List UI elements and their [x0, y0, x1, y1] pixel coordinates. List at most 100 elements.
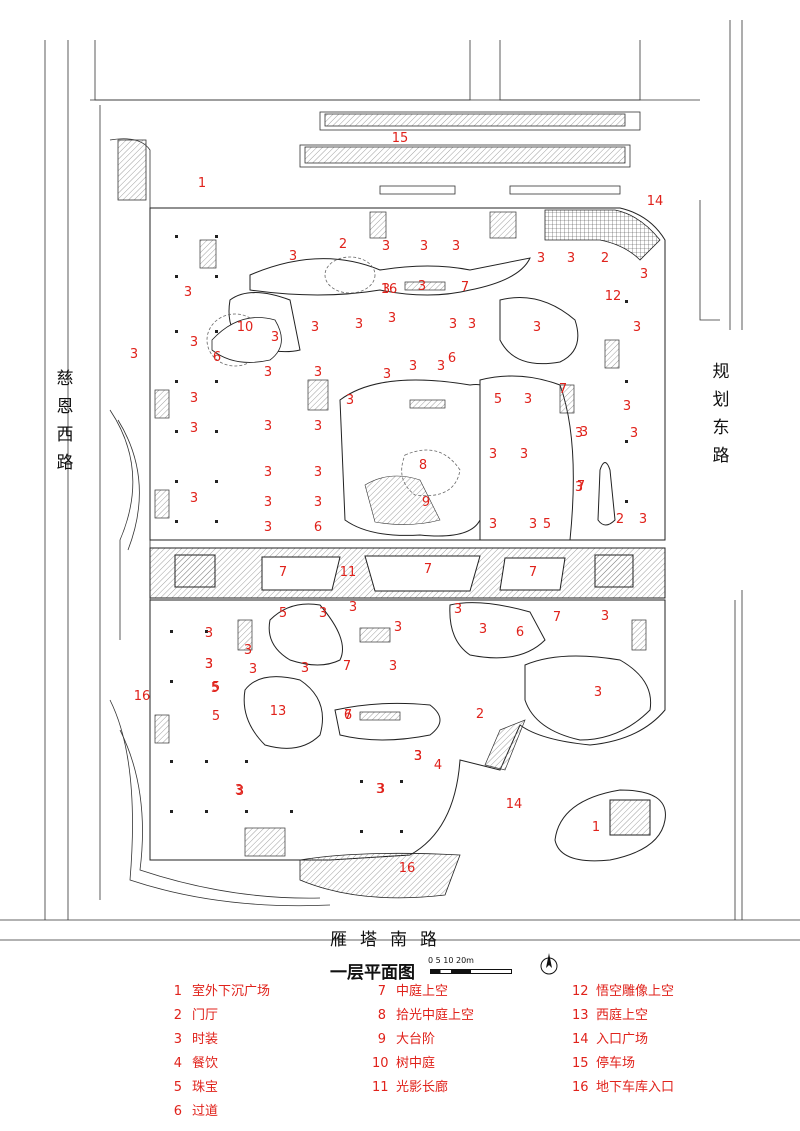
escalators-north — [154, 211, 620, 519]
plan-area-number: 3 — [414, 749, 422, 764]
plan-area-number: 3 — [623, 399, 631, 414]
plan-area-number: 3 — [314, 495, 322, 510]
plan-area-number: 3 — [205, 626, 213, 641]
plan-area-number: 7 — [424, 562, 432, 577]
plan-area-number: 3 — [409, 359, 417, 374]
plan-area-number: 3 — [264, 465, 272, 480]
plan-area-number: 3 — [575, 426, 583, 441]
plan-area-number: 14 — [506, 797, 523, 812]
plan-area-number: 3 — [449, 317, 457, 332]
plan-area-number: 3 — [533, 320, 541, 335]
plan-area-number: 3 — [235, 783, 243, 798]
plan-area-number: 3 — [418, 279, 426, 294]
plan-area-number: 3 — [236, 784, 244, 799]
plan-area-number: 8 — [419, 458, 427, 473]
garage-ramp-south — [299, 852, 461, 899]
plan-area-number: 3 — [575, 480, 583, 495]
plan-area-number: 16 — [134, 689, 151, 704]
plan-area-number: 3 — [205, 657, 213, 672]
plan-area-number: 3 — [580, 425, 588, 440]
north-arrow-icon — [540, 953, 558, 975]
plan-area-number: 7 — [343, 659, 351, 674]
plan-area-number: 3 — [130, 347, 138, 362]
plan-area-number: 5 — [494, 392, 502, 407]
plan-area-number: 3 — [601, 609, 609, 624]
plan-area-number: 3 — [264, 495, 272, 510]
plan-area-number: 5 — [543, 517, 551, 532]
column-grid-north — [175, 235, 628, 523]
plan-area-number: 3 — [311, 320, 319, 335]
plan-area-number: 6 — [314, 520, 322, 535]
plan-area-number: 5 — [212, 680, 220, 695]
plan-area-number: 7 — [344, 708, 352, 723]
plan-area-number: 3 — [468, 317, 476, 332]
plan-area-number: 3 — [489, 517, 497, 532]
plan-area-number: 3 — [190, 335, 198, 350]
light-corridor — [149, 547, 666, 599]
plan-area-number: 11 — [340, 565, 357, 580]
plan-area-number: 3 — [314, 419, 322, 434]
road-label-south: 雁塔南路 — [330, 930, 450, 950]
plan-area-number: 3 — [377, 782, 385, 797]
floor-plan-drawing: 1511423333332336733103333333123316633333… — [0, 20, 800, 941]
plan-area-number: 3 — [355, 317, 363, 332]
plan-area-number: 2 — [616, 512, 624, 527]
plan-area-number: 3 — [630, 426, 638, 441]
escalators-south — [154, 619, 647, 857]
plan-area-number: 3 — [529, 517, 537, 532]
plan-title: 一层平面图 — [330, 963, 415, 983]
plan-area-number: 2 — [476, 707, 484, 722]
plan-area-number: 3 — [567, 251, 575, 266]
parking-area — [299, 111, 641, 195]
plan-area-number: 3 — [205, 657, 213, 672]
plan-area-number: 3 — [394, 620, 402, 635]
plan-area-number: 3 — [382, 239, 390, 254]
plan-area-number: 6 — [213, 350, 221, 365]
plan-area-number: 3 — [314, 465, 322, 480]
plan-area-number: 13 — [270, 704, 287, 719]
road-label-west: 慈恩西路 — [56, 369, 74, 473]
plan-area-number: 7 — [553, 610, 561, 625]
plan-area-number: 5 — [212, 709, 220, 724]
plan-area-number: 3 — [319, 606, 327, 621]
west-ramp — [109, 138, 331, 907]
road-label-east: 规划东路 — [712, 362, 730, 466]
plan-area-number: 3 — [414, 749, 422, 764]
plan-area-number: 3 — [190, 421, 198, 436]
plan-area-number: 3 — [376, 782, 384, 797]
plan-area-number: 3 — [389, 659, 397, 674]
plan-area-number: 6 — [516, 625, 524, 640]
plan-area-number: 3 — [454, 602, 462, 617]
tree-atrium — [211, 317, 282, 363]
plan-area-number: 3 — [388, 311, 396, 326]
plan-area-number: 3 — [594, 685, 602, 700]
grand-stair — [364, 475, 441, 525]
plan-area-number: 3 — [249, 662, 257, 677]
plan-area-number: 1 — [592, 820, 600, 835]
plan-area-number: 3 — [301, 661, 309, 676]
plan-area-number: 3 — [382, 282, 390, 297]
plan-area-number: 3 — [640, 267, 648, 282]
plan-area-number: 7 — [279, 565, 287, 580]
plan-area-number: 16 — [399, 861, 416, 876]
plan-area-number: 3 — [383, 367, 391, 382]
plan-area-number: 16 — [381, 282, 398, 297]
plan-area-number: 6 — [448, 351, 456, 366]
plan-area-number: 3 — [346, 393, 354, 408]
plan-area-number: 3 — [489, 447, 497, 462]
ne-facade — [544, 209, 661, 261]
plan-area-number: 3 — [264, 419, 272, 434]
plan-area-number: 3 — [537, 251, 545, 266]
plan-area-number: 3 — [190, 391, 198, 406]
